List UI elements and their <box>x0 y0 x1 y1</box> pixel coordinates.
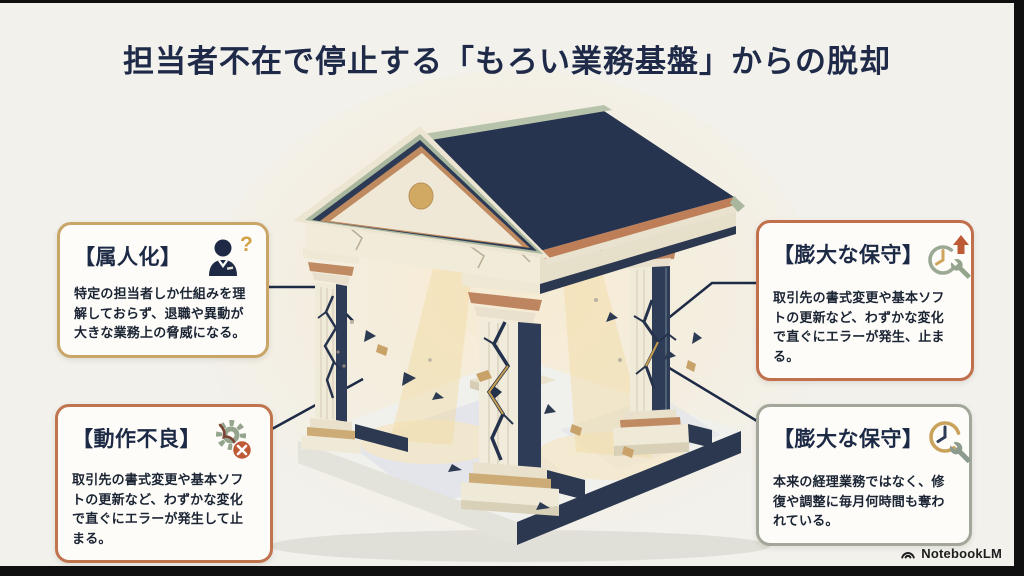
letterbox-bar-bottom <box>0 566 1024 576</box>
callout-body: 本来の経理業務ではなく、修復や調整に毎月何時間も奪われている。 <box>773 474 945 528</box>
light-beam-right <box>562 262 652 458</box>
page-title: 担当者不在で停止する「もろい業務基盤」からの脱却 <box>123 44 891 79</box>
gold-crack <box>487 365 509 415</box>
callout-box-maintenance-top: 【膨大な保守】 取引先の書式変更や基本ソフトの更新など、わずかな変化で直ぐにエラ… <box>756 220 974 381</box>
callout-body: 取引先の書式変更や基本ソフトの更新など、わずかな変化で直ぐにエラーが発生、止まる… <box>773 290 945 364</box>
light-beam-left <box>390 256 474 445</box>
light-beams <box>390 256 652 458</box>
callout-heading: 【膨大な保守】 <box>773 244 924 267</box>
letterbox-bar-top <box>0 0 1024 3</box>
roof <box>417 105 745 265</box>
notebooklm-brand-label: NotebookLM <box>921 546 1002 561</box>
debris <box>336 298 702 510</box>
callout-box-personalization: 【属人化】 ? 特定の担当者しか仕組みを理解しておらず、退職や異動が大きな業務上… <box>57 222 269 358</box>
callout-box-malfunction: 【動作不良】 取引先の書式変更や基本ソフトの更新など、わずかな変化で直ぐにエラー… <box>55 404 273 563</box>
question-glyph: ? <box>240 235 252 256</box>
ground-shadow <box>270 530 770 562</box>
column-center <box>461 272 585 516</box>
callout-heading: 【動作不良】 <box>72 428 201 451</box>
gold-crack <box>645 341 659 367</box>
notebooklm-logo-icon <box>901 552 916 559</box>
pediment <box>293 126 551 259</box>
pediment-medallion <box>408 182 434 210</box>
callout-heading: 【膨大な保守】 <box>773 428 924 451</box>
callout-body: 特定の担当者しか仕組みを理解しておらず、退職や異動が大きな業務上の脅威になる。 <box>74 286 246 340</box>
connector-line-top-right <box>665 281 757 321</box>
connector-line-bottom-right <box>660 361 758 423</box>
clock-up-wrench-icon <box>927 235 971 279</box>
callout-box-maintenance-bottom: 【膨大な保守】 本来の経理業務ではなく、修復や調整に毎月何時間も奪われている。 <box>756 404 972 546</box>
column-left <box>301 247 408 454</box>
gears-error-icon <box>216 420 253 461</box>
footer-brand: NotebookLM <box>900 546 1002 561</box>
letterbox-bar-right <box>1014 0 1024 576</box>
person-question-icon: ? <box>209 235 252 276</box>
callout-heading: 【属人化】 <box>74 246 182 269</box>
clock-wrench-icon <box>928 421 971 463</box>
callout-body: 取引先の書式変更や基本ソフトの更新など、わずかな変化で直ぐにエラーが発生して止ま… <box>72 472 244 546</box>
